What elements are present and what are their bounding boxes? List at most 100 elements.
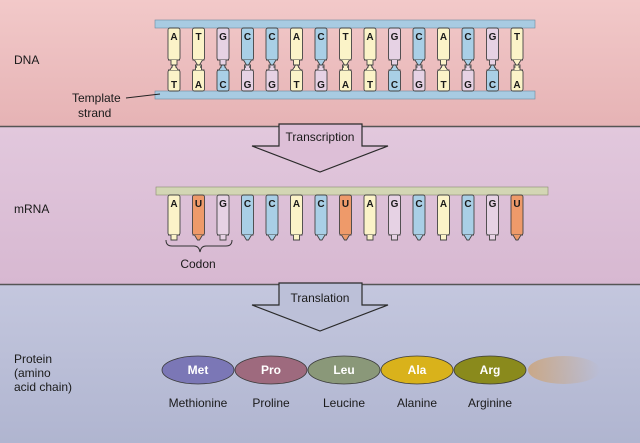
- translation-label: Translation: [291, 291, 350, 305]
- dna-template-base-letter-3: C: [219, 80, 226, 91]
- amino-acid-name-1: Methionine: [169, 396, 228, 410]
- mrna-base-9: A: [363, 194, 377, 241]
- dna-top-base-14: G: [486, 27, 499, 66]
- dna-template-base-letter-10: C: [391, 80, 398, 91]
- amino-acid-name-2: Proline: [252, 396, 290, 410]
- dna-top-base-letter-6: A: [293, 32, 300, 43]
- dna-top-base-5: C: [265, 27, 279, 66]
- mrna-base-letter-10: G: [391, 199, 399, 210]
- dna-top-backbone: [154, 19, 536, 29]
- dna-top-base-letter-10: G: [391, 32, 399, 43]
- dna-label: DNA: [14, 53, 39, 67]
- dna-template-base-letter-1: T: [171, 80, 177, 91]
- mrna-base-letter-2: U: [195, 199, 202, 210]
- dna-top-base-9: A: [363, 27, 377, 66]
- dna-template-base-7: G: [314, 64, 328, 92]
- dna-top-base-6: A: [290, 27, 303, 66]
- mrna-base-14: G: [486, 194, 499, 241]
- template-strand-label-line1: Template: [72, 91, 121, 105]
- amino-acid-abbr-1: Met: [188, 363, 209, 377]
- dna-top-base-letter-1: A: [170, 32, 177, 43]
- dna-template-base-14: C: [486, 64, 499, 92]
- dna-template-base-letter-14: C: [489, 80, 496, 91]
- protein-label-line3: acid chain): [14, 380, 72, 394]
- mrna-base-letter-3: G: [219, 199, 227, 210]
- dna-top-base-letter-11: C: [415, 32, 422, 43]
- dna-template-base-1: T: [167, 64, 181, 92]
- dna-top-base-letter-14: G: [489, 32, 497, 43]
- dna-template-base-5: G: [265, 64, 279, 92]
- amino-acid-name-3: Leucine: [323, 396, 365, 410]
- dna-top-base-letter-3: G: [219, 32, 227, 43]
- mrna-backbone: [155, 186, 549, 196]
- dna-template-base-letter-12: T: [440, 80, 446, 91]
- mrna-base-letter-5: C: [268, 199, 275, 210]
- mrna-base-letter-8: U: [342, 199, 349, 210]
- dna-template-base-10: C: [388, 64, 401, 92]
- template-strand-label-line2: strand: [78, 106, 111, 120]
- mrna-base-letter-9: A: [366, 199, 373, 210]
- mrna-base-5: C: [265, 194, 279, 241]
- dna-template-base-letter-2: A: [195, 80, 202, 91]
- dna-top-base-letter-12: A: [440, 32, 447, 43]
- dna-template-base-15: A: [510, 64, 524, 92]
- dna-top-base-letter-7: C: [317, 32, 324, 43]
- mrna-base-letter-13: C: [464, 199, 471, 210]
- mrna-base-7: C: [314, 194, 328, 241]
- dna-template-base-letter-8: A: [342, 80, 349, 91]
- dna-top-base-2: T: [192, 27, 205, 66]
- template-strand-pointer: [125, 93, 161, 99]
- mrna-base-letter-11: C: [415, 199, 422, 210]
- mrna-base-letter-1: A: [170, 199, 177, 210]
- mrna-base-15: U: [510, 194, 524, 241]
- amino-acid-continuation: [528, 356, 600, 384]
- dna-top-base-7: C: [314, 27, 328, 66]
- amino-acid-abbr-5: Arg: [480, 363, 501, 377]
- mrna-base-4: C: [241, 194, 254, 241]
- mrna-base-letter-15: U: [513, 199, 520, 210]
- mrna-base-letter-14: G: [489, 199, 497, 210]
- mrna-base-6: A: [290, 194, 303, 241]
- mrna-base-12: A: [437, 194, 450, 241]
- codon-label: Codon: [180, 257, 215, 271]
- protein-label-line1: Protein: [14, 352, 52, 366]
- dna-top-base-10: G: [388, 27, 401, 66]
- mrna-base-13: C: [461, 194, 475, 241]
- dna-template-base-letter-7: G: [317, 80, 325, 91]
- dna-top-base-letter-5: C: [268, 32, 275, 43]
- mrna-base-3: G: [216, 194, 230, 241]
- mrna-base-letter-6: A: [293, 199, 300, 210]
- transcription-arrow: [251, 123, 389, 173]
- mrna-base-1: A: [167, 194, 181, 241]
- dna-template-backbone: [154, 90, 536, 100]
- dna-top-base-11: C: [412, 27, 426, 66]
- amino-acid-chain: MetMethionineProProlineLeuLeucineAlaAlan…: [161, 355, 527, 410]
- mrna-base-letter-12: A: [440, 199, 447, 210]
- dna-top-base-letter-13: C: [464, 32, 471, 43]
- dna-top-base-12: A: [437, 27, 450, 66]
- mrna-base-8: U: [339, 194, 352, 241]
- dna-top-base-letter-2: T: [195, 32, 201, 43]
- dna-top-base-15: T: [510, 27, 524, 66]
- mrna-base-letter-7: C: [317, 199, 324, 210]
- mrna-base-letter-4: C: [244, 199, 251, 210]
- mrna-base-11: C: [412, 194, 426, 241]
- dna-top-base-3: G: [216, 27, 230, 66]
- amino-acid-abbr-4: Ala: [408, 363, 427, 377]
- dna-template-base-8: A: [339, 64, 352, 92]
- dna-template-base-13: G: [461, 64, 475, 92]
- dna-template-base-3: C: [216, 64, 230, 92]
- dna-template-base-letter-9: T: [367, 80, 373, 91]
- dna-top-base-letter-8: T: [342, 32, 348, 43]
- amino-acid-abbr-3: Leu: [333, 363, 354, 377]
- dna-template-base-9: T: [363, 64, 377, 92]
